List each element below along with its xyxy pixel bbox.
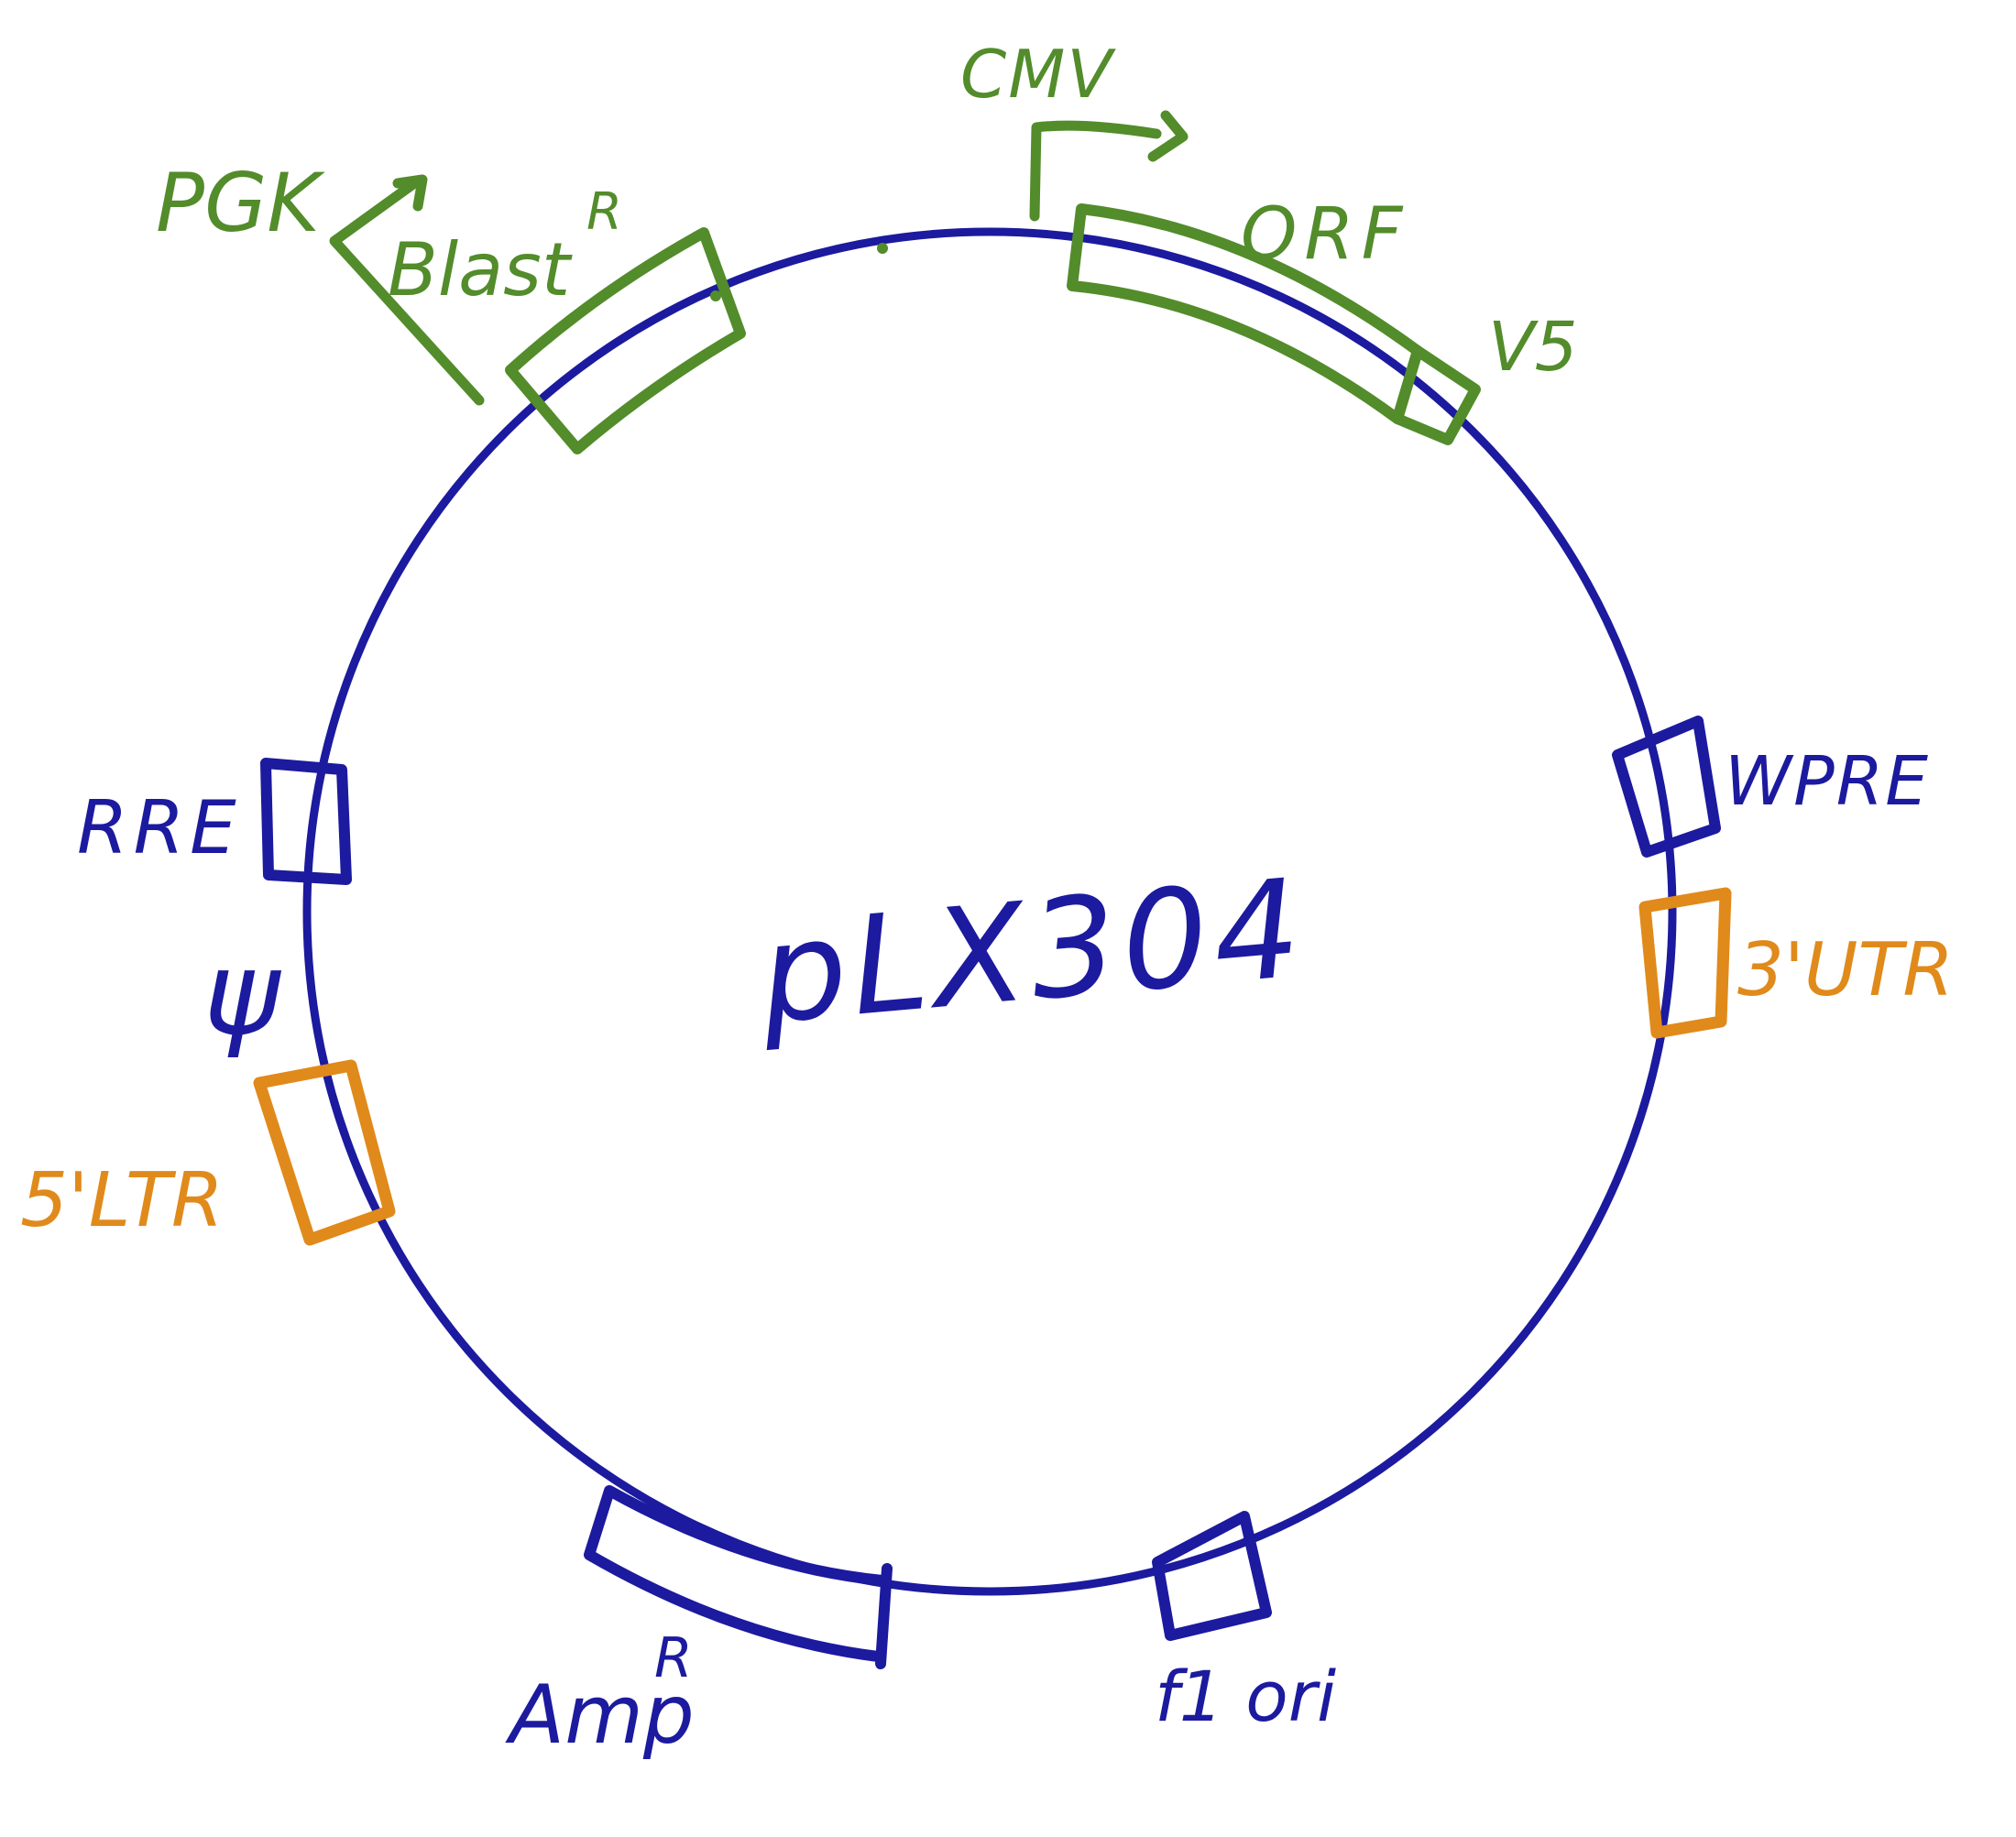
promoter-arrowhead-cmv bbox=[1147, 110, 1189, 162]
feature-box-3utr bbox=[1638, 887, 1732, 1039]
feature-label-cmv: CMV bbox=[960, 36, 1116, 113]
promoter-arrow-pgk bbox=[329, 176, 485, 406]
plasmid-backbone-circle bbox=[302, 227, 1677, 1596]
feature-box-amp-r bbox=[584, 1485, 893, 1669]
feature-label-rre: RRE bbox=[77, 785, 242, 870]
feature-box-blast-r bbox=[505, 227, 746, 454]
feature-box-5ltr bbox=[253, 1059, 396, 1246]
feature-label-amp: Amp bbox=[505, 1668, 695, 1762]
feature-label-blast: Blast bbox=[388, 227, 573, 312]
feature-label-wpre: WPRE bbox=[1725, 742, 1930, 821]
feature-label-5ltr: 5'LTR bbox=[20, 1157, 224, 1244]
plasmid-name-label: pLX304 bbox=[753, 849, 1312, 1054]
promoter-arrow-cmv bbox=[1029, 120, 1162, 222]
feature-label-amp-superscript: R bbox=[654, 1626, 693, 1690]
feature-box-f1-ori bbox=[1152, 1511, 1272, 1641]
feature-label-psi: ψ bbox=[203, 926, 282, 1061]
feature-box-wpre bbox=[1612, 716, 1721, 858]
feature-label-orf: ORF bbox=[1241, 193, 1409, 276]
feature-box-v5 bbox=[1392, 345, 1481, 445]
feature-label-v5: V5 bbox=[1488, 308, 1578, 387]
feature-label-3utr: 3'UTR bbox=[1737, 927, 1954, 1012]
promoter-arrowhead-pgk bbox=[392, 174, 428, 212]
ink-dot bbox=[877, 243, 888, 254]
feature-label-f1-ori: f1 ori bbox=[1155, 1656, 1336, 1737]
feature-label-pgk: PGK bbox=[156, 156, 325, 250]
feature-label-blast-superscript: R bbox=[586, 182, 622, 242]
ink-dot bbox=[710, 290, 721, 301]
feature-box-rre bbox=[260, 758, 352, 885]
